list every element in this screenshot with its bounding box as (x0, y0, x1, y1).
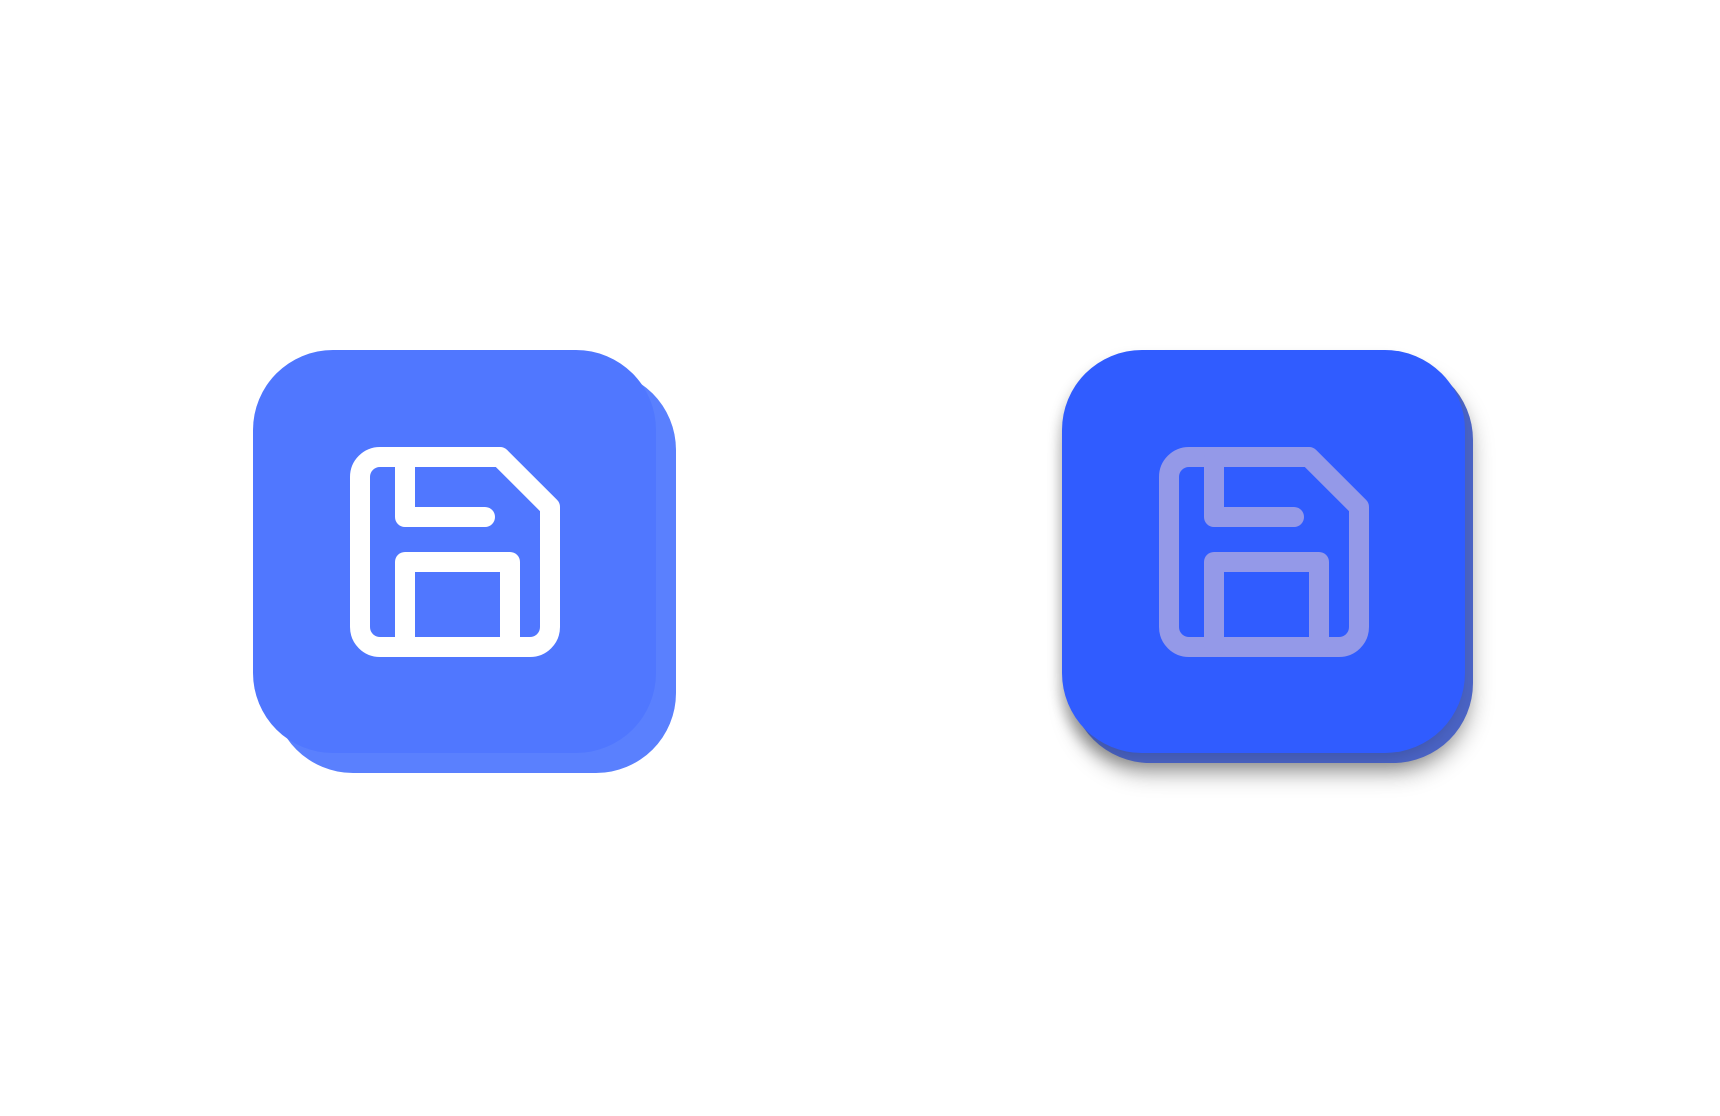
save-icon (1158, 446, 1369, 657)
save-icon (349, 446, 560, 657)
save-button-default-wrapper (253, 350, 676, 773)
save-button-pressed[interactable] (1062, 350, 1465, 753)
save-button-default[interactable] (253, 350, 656, 753)
save-button-pressed-wrapper (1062, 350, 1473, 763)
